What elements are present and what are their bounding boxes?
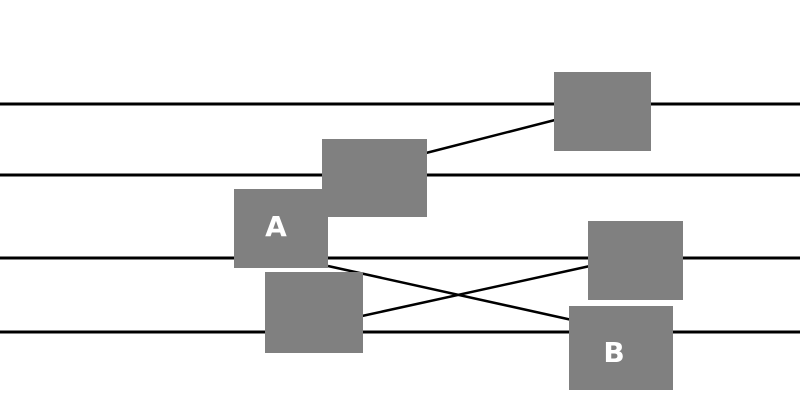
connector-lower bbox=[361, 264, 591, 318]
connector-upper bbox=[425, 118, 556, 155]
box-a[interactable] bbox=[234, 189, 328, 268]
boxes bbox=[234, 72, 683, 390]
box-b[interactable] bbox=[569, 306, 673, 390]
box-b-label: B bbox=[603, 336, 624, 369]
box-a-label: A bbox=[265, 210, 287, 243]
box-upper-middle[interactable] bbox=[322, 139, 427, 217]
box-lower-right[interactable] bbox=[588, 221, 683, 300]
box-upper-right[interactable] bbox=[554, 72, 651, 151]
connectors bbox=[327, 118, 591, 322]
connector-a-to-b bbox=[327, 264, 573, 322]
box-lower-left[interactable] bbox=[265, 272, 363, 353]
